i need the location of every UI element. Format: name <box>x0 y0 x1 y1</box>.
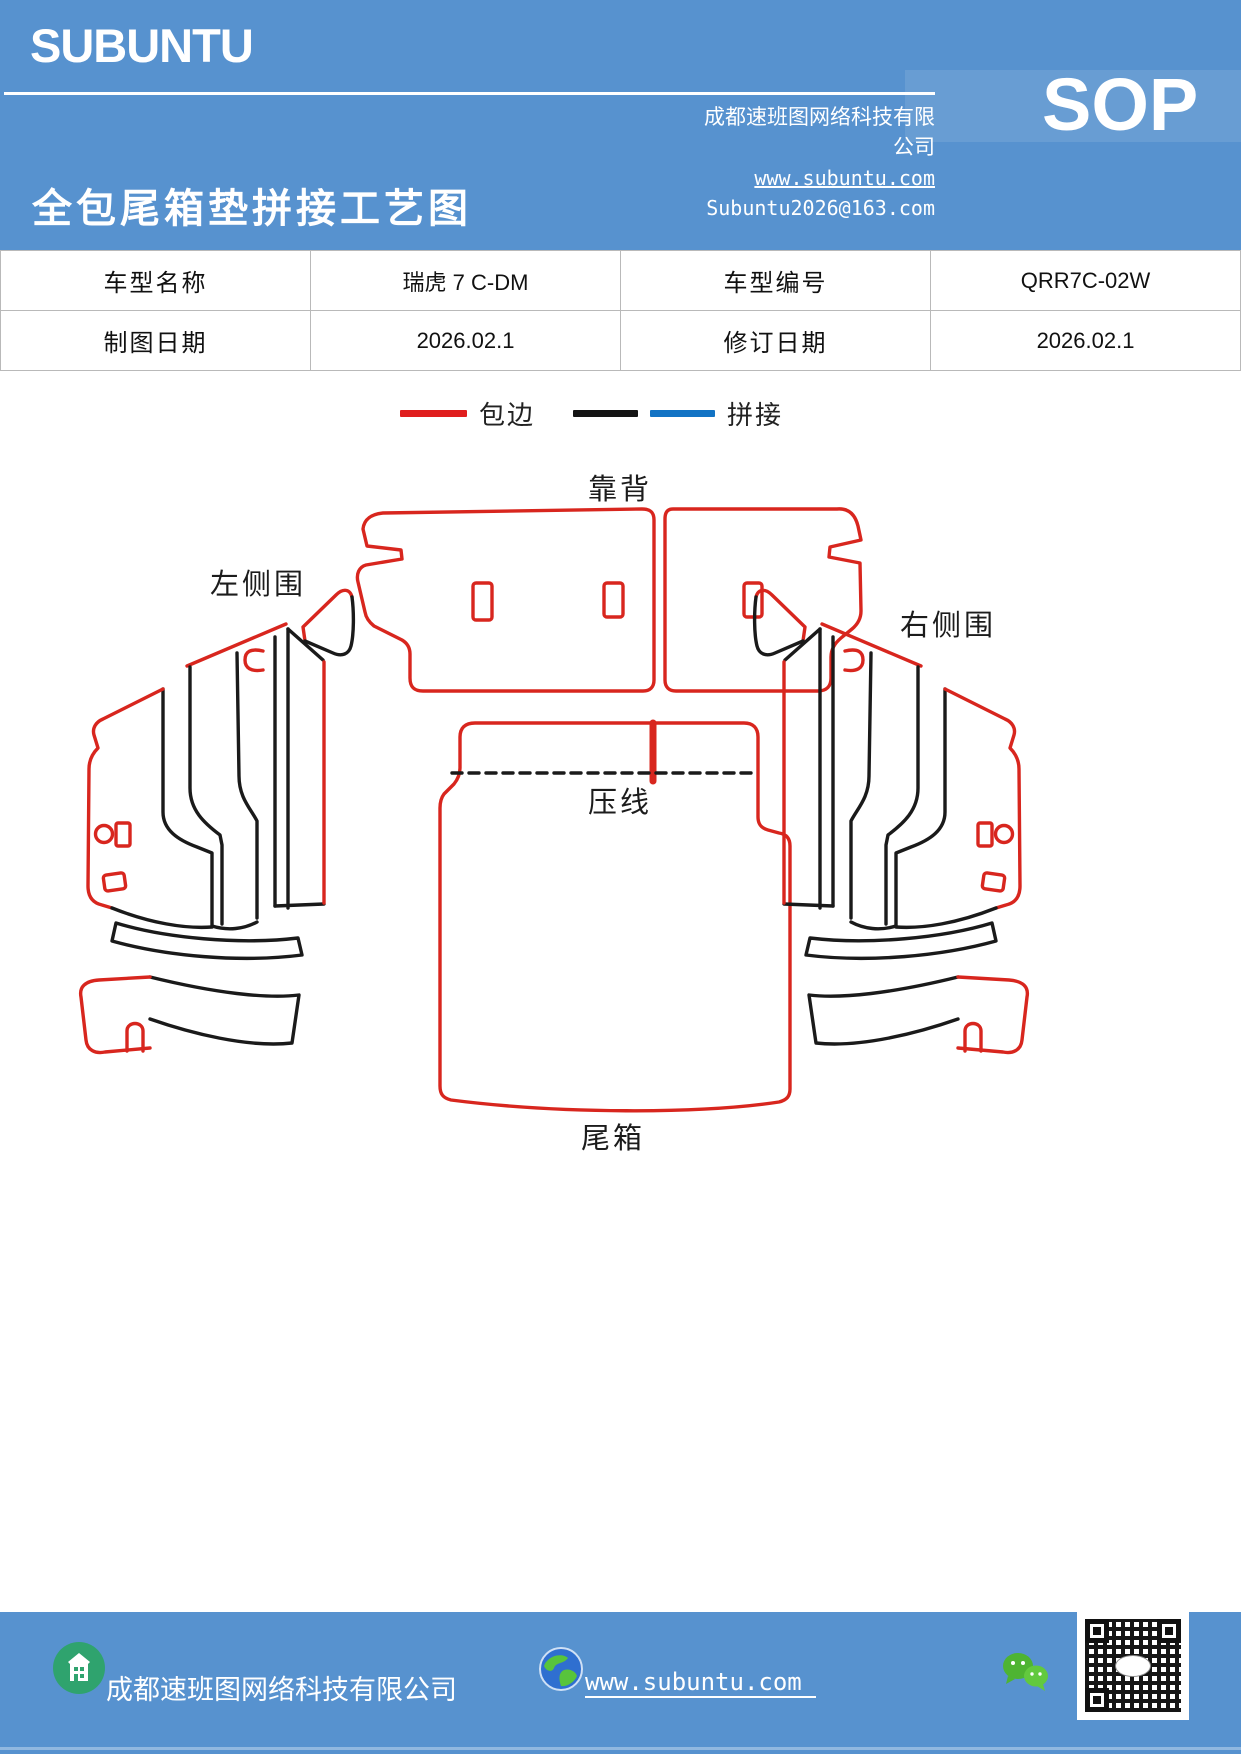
qr-center-logo <box>1115 1654 1151 1677</box>
right-side-pieces <box>752 588 1030 1055</box>
legend: 包边 拼接 <box>400 398 795 430</box>
backrest-slot <box>602 581 625 619</box>
revise-date-label: 修订日期 <box>620 310 931 371</box>
table-row: 制图日期 2026.02.1 修订日期 2026.02.1 <box>0 310 1241 371</box>
header-banner: SUBUNTU SOP 成都速班图网络科技有限公司 全包尾箱垫拼接工艺图 www… <box>0 0 1241 250</box>
brand-logo: SUBUNTU <box>30 19 254 72</box>
trunk-mat-piece <box>438 719 792 1113</box>
footer-bottom-edge <box>0 1747 1241 1750</box>
label-backrest: 靠背 <box>587 474 653 506</box>
table-row: 车型名称 瑞虎 7 C-DM 车型编号 QRR7C-02W <box>0 250 1241 311</box>
header-company-name: 成都速班图网络科技有限公司 <box>704 105 935 159</box>
sop-highlight-panel <box>905 70 1241 142</box>
left-side-pieces <box>78 588 356 1055</box>
wechat-icon <box>998 1650 1052 1697</box>
vehicle-info-table: 车型名称 瑞虎 7 C-DM 车型编号 QRR7C-02W 制图日期 2026.… <box>0 250 1241 371</box>
draw-date-value: 2026.02.1 <box>310 310 621 371</box>
draw-date-label: 制图日期 <box>0 310 311 371</box>
footer-website-link[interactable]: www.subuntu.com <box>585 1668 816 1698</box>
qr-finder <box>1157 1619 1181 1643</box>
backrest-slot <box>471 581 494 622</box>
backrest-left-piece <box>355 507 656 693</box>
building-icon <box>52 1641 106 1700</box>
legend-edge-binding-swatch <box>400 409 467 417</box>
label-right-side: 右侧围 <box>899 610 997 642</box>
label-trunk: 尾箱 <box>580 1123 646 1155</box>
model-code-value: QRR7C-02W <box>930 250 1241 311</box>
qr-finder <box>1085 1619 1109 1643</box>
qr-pattern <box>1085 1619 1181 1712</box>
footer-company-name: 成都速班图网络科技有限公司 <box>106 1675 457 1705</box>
sop-label: SOP <box>1042 63 1199 146</box>
page-title: 全包尾箱垫拼接工艺图 <box>32 186 472 231</box>
label-left-side: 左侧围 <box>209 569 307 601</box>
legend-stitch-black-swatch <box>573 409 639 417</box>
qr-code <box>1077 1611 1189 1720</box>
backrest-slot <box>742 581 764 619</box>
legend-stitch-label: 拼接 <box>727 399 784 430</box>
model-code-label: 车型编号 <box>620 250 931 311</box>
header-divider-line <box>4 92 935 95</box>
legend-stitch-blue-swatch <box>650 409 716 417</box>
header-email: Subuntu2026@163.com <box>706 196 935 220</box>
qr-finder <box>1085 1688 1109 1712</box>
label-press-line: 压线 <box>587 787 653 819</box>
header-website-link[interactable]: www.subuntu.com <box>754 166 935 190</box>
revise-date-value: 2026.02.1 <box>930 310 1241 371</box>
globe-icon <box>538 1646 584 1697</box>
model-name-label: 车型名称 <box>0 250 311 311</box>
legend-edge-binding-label: 包边 <box>479 399 536 430</box>
model-name-value: 瑞虎 7 C-DM <box>310 250 621 311</box>
